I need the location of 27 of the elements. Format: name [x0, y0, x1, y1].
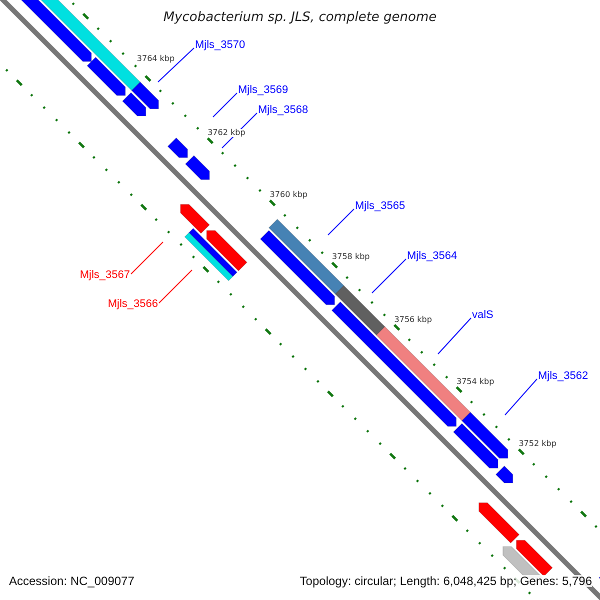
leader-line	[130, 242, 164, 274]
gene-label: Mjls_3562	[538, 371, 588, 382]
scale-label: 3754 kbp	[456, 378, 496, 386]
gene-label: valS	[472, 310, 494, 321]
gene-label: Mjls_3564	[407, 251, 458, 262]
scale-label: 3752 kbp	[518, 440, 558, 448]
gene-label: Mjls_3567	[80, 270, 130, 281]
gene-label: Mjls_3565	[355, 201, 406, 212]
leader-line	[328, 208, 354, 236]
leader-line	[438, 318, 472, 354]
scale-label: 3762 kbp	[206, 128, 246, 137]
scale-label: 3758 kbp	[331, 253, 371, 262]
leader-line	[372, 258, 406, 294]
genome-info-text: Topology: circular; Length: 6,048,425 bp; Genes: 5,796	[300, 575, 592, 587]
gene-label: Mjls_3568	[258, 105, 308, 116]
gene-label: Mjls_3569	[238, 85, 288, 96]
leader-line	[158, 48, 194, 82]
scale-label: 3760 kbp	[268, 191, 308, 200]
scale-label: 3756 kbp	[393, 316, 433, 324]
gene-label: Mjls_3570	[195, 40, 246, 51]
scale-label: 3764 kbp	[136, 55, 176, 64]
leader-line	[504, 378, 538, 416]
leader-line	[158, 270, 192, 304]
title: Mycobacterium sp. JLS, complete genome	[163, 11, 437, 24]
gene-label: Mjls_3566	[108, 299, 158, 310]
leader-line	[212, 92, 238, 118]
accession-text: Accession: NC_009077	[9, 575, 134, 587]
